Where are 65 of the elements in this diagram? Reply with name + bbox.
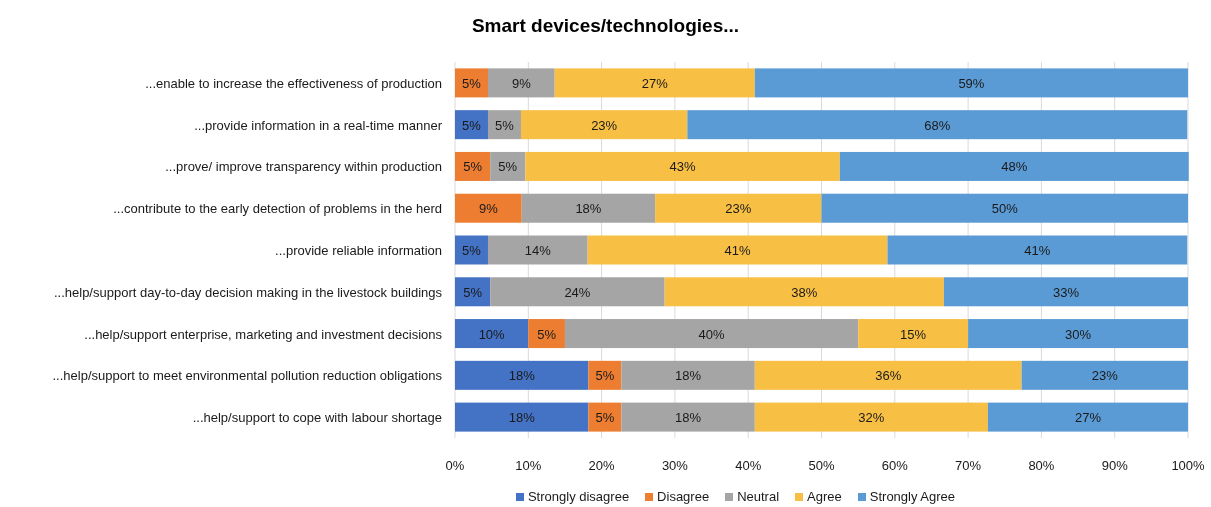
data-label: 40%: [698, 327, 725, 341]
axis-tick-label: 70%: [955, 459, 982, 472]
data-label: 5%: [463, 285, 482, 299]
data-label: 15%: [900, 327, 927, 341]
axis-tick-label: 50%: [808, 459, 835, 472]
data-label: 23%: [1091, 368, 1118, 382]
axis-tick-label: 90%: [1101, 459, 1128, 472]
axis-tick-label: 40%: [735, 459, 762, 472]
data-label: 10%: [478, 327, 505, 341]
category-label: ...help/support day-to-day decision making in the livestock buildings: [53, 285, 442, 299]
category-label: ...contribute to the early detection of problems in the herd: [113, 201, 442, 215]
data-label: 18%: [675, 410, 702, 424]
data-label: 24%: [564, 285, 591, 299]
axis-tick-label: 20%: [588, 459, 615, 472]
category-label: ...prove/ improve transparency within production: [165, 159, 442, 173]
data-label: 33%: [1052, 285, 1079, 299]
data-label: 5%: [595, 368, 615, 382]
data-label: 5%: [462, 118, 481, 132]
legend-label: Strongly disagree: [527, 490, 630, 503]
legend-label: Neutral: [737, 490, 780, 503]
category-label: ...provide reliable information: [275, 243, 442, 257]
chart-title: Smart devices/technologies...: [471, 14, 740, 38]
data-label: 5%: [537, 327, 556, 341]
data-label: 23%: [725, 201, 752, 215]
data-label: 5%: [595, 410, 615, 424]
data-label: 50%: [991, 201, 1018, 215]
axis-tick-label: 80%: [1028, 459, 1055, 472]
data-label: 27%: [641, 76, 668, 90]
data-label: 38%: [791, 285, 818, 299]
data-label: 18%: [575, 201, 602, 215]
category-label: ...help/support to meet environmental pollution reduction obligations: [52, 368, 442, 382]
data-label: 48%: [1001, 159, 1028, 173]
category-label: ...enable to increase the effectiveness of production: [145, 76, 442, 90]
category-label: ...provide information in a real-time manner: [194, 118, 442, 132]
data-label: 30%: [1065, 327, 1092, 341]
data-label: 5%: [463, 159, 482, 173]
data-label: 5%: [462, 243, 481, 257]
category-label: ...help/support enterprise, marketing and investment decisions: [84, 327, 442, 341]
legend-label: Agree: [807, 490, 842, 503]
data-label: 43%: [669, 159, 696, 173]
data-label: 41%: [1024, 243, 1051, 257]
legend-label: Disagree: [657, 490, 710, 503]
axis-tick-label: 100%: [1171, 459, 1205, 472]
data-label: 18%: [675, 368, 702, 382]
data-label: 23%: [591, 118, 618, 132]
axis-tick-label: 10%: [515, 459, 542, 472]
category-label: ...help/support to cope with labour shortage: [192, 410, 442, 424]
data-label: 5%: [462, 76, 481, 90]
data-label: 27%: [1074, 410, 1101, 424]
data-label: 5%: [498, 159, 518, 173]
data-label: 18%: [508, 368, 535, 382]
data-label: 68%: [924, 118, 951, 132]
data-label: 41%: [724, 243, 751, 257]
data-label: 36%: [875, 368, 902, 382]
data-label: 59%: [958, 76, 985, 90]
data-label: 18%: [508, 410, 535, 424]
data-label: 32%: [858, 410, 885, 424]
data-label: 9%: [478, 201, 498, 215]
data-label: 5%: [495, 118, 514, 132]
axis-tick-label: 30%: [661, 459, 688, 472]
axis-tick-label: 0%: [445, 459, 465, 472]
data-label: 9%: [511, 76, 531, 90]
data-label: 14%: [524, 243, 551, 257]
axis-tick-label: 60%: [881, 459, 908, 472]
legend-label: Strongly Agree: [869, 490, 956, 503]
